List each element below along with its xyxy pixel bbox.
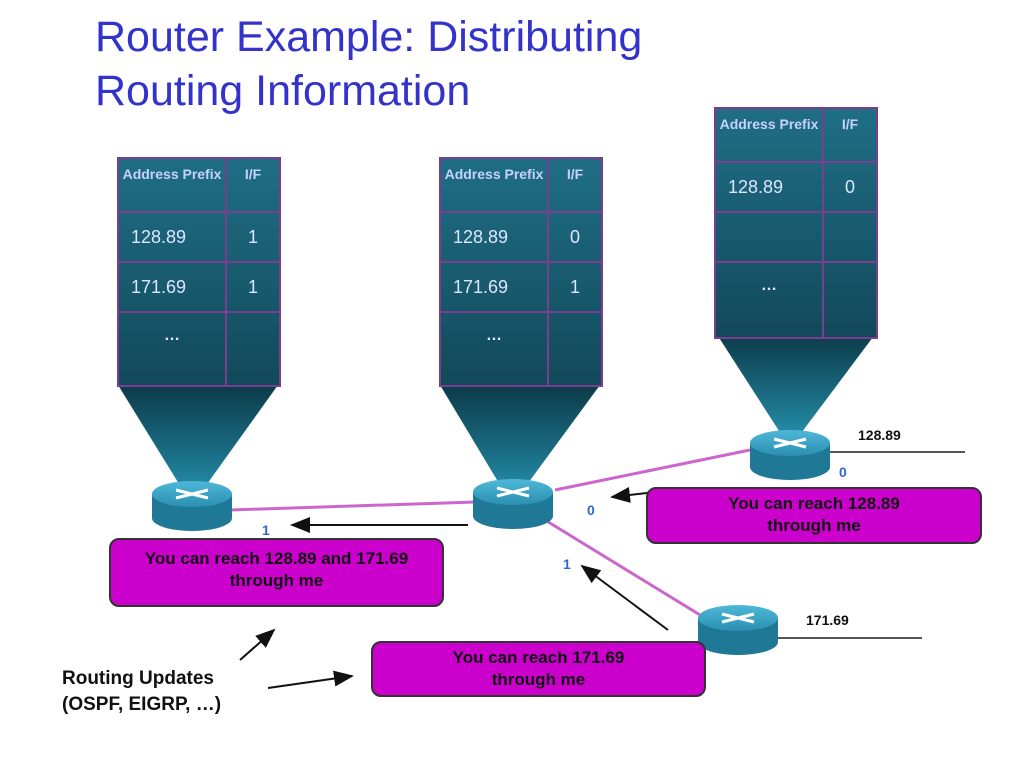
routing-updates-label: Routing Updates (OSPF, EIGRP, …) (62, 666, 221, 718)
interface-label-center-0: 0 (587, 502, 595, 518)
cell-empty (716, 213, 824, 261)
interface-label-center-1: 1 (563, 556, 571, 572)
arrow-ru-to-bottom-callout (267, 670, 354, 689)
routing-table-left: Address Prefix I/F 128.89 1 171.69 1 … (117, 157, 281, 387)
cell-prefix: 171.69 (119, 263, 227, 311)
cell-empty (824, 213, 876, 261)
table-row: 128.89 0 (716, 163, 876, 213)
callout-bottom: You can reach 171.69 through me (371, 641, 706, 697)
header-if: I/F (244, 166, 262, 182)
arrow-ru-to-left-callout (239, 628, 276, 661)
title-line-1: Router Example: Distributing (95, 13, 643, 61)
routing-updates-line-2: (OSPF, EIGRP, …) (62, 694, 222, 715)
cell-empty (227, 313, 279, 385)
table-header-row: Address Prefix I/F (119, 159, 279, 213)
arrow-bottom-to-center (580, 564, 669, 631)
link-left-center (229, 500, 476, 512)
cell-if: 0 (844, 176, 855, 197)
router-center-icon (473, 479, 553, 529)
network-label-171: 171.69 (806, 612, 849, 628)
cell-prefix: 171.69 (441, 263, 549, 311)
cell-prefix: 128.89 (119, 213, 227, 261)
cell-if: 1 (569, 276, 580, 297)
header-if: I/F (841, 116, 859, 132)
link-center-right (554, 448, 751, 492)
table-header-row: Address Prefix I/F (716, 109, 876, 163)
cone-right (716, 333, 876, 448)
header-address-prefix: Address Prefix (441, 159, 549, 211)
callout-left: You can reach 128.89 and 171.69 through … (109, 538, 444, 607)
link-center-bottom (544, 518, 706, 620)
router-bottom-icon (698, 605, 778, 655)
cell-prefix: 128.89 (441, 213, 549, 261)
cell-empty (549, 313, 601, 385)
table-row (716, 213, 876, 263)
page-title: Router Example: Distributing Routing Inf… (95, 10, 815, 118)
title-line-2: Routing Information (95, 67, 471, 115)
table-row: 128.89 1 (119, 213, 279, 263)
router-left-icon (152, 481, 232, 531)
cell-empty (824, 263, 876, 337)
cell-if: 1 (247, 276, 258, 297)
cell-if: 0 (569, 226, 580, 247)
table-row: … (716, 263, 876, 337)
table-row: … (119, 313, 279, 385)
table-row: 128.89 0 (441, 213, 601, 263)
cell-ellipsis: … (441, 313, 549, 385)
header-address-prefix: Address Prefix (119, 159, 227, 211)
header-if: I/F (566, 166, 584, 182)
routing-table-center: Address Prefix I/F 128.89 0 171.69 1 … (439, 157, 603, 387)
router-right-icon (750, 430, 830, 480)
network-label-128: 128.89 (858, 427, 901, 443)
table-header-row: Address Prefix I/F (441, 159, 601, 213)
routing-table-right: Address Prefix I/F 128.89 0 … (714, 107, 878, 339)
cone-center (440, 385, 600, 505)
header-address-prefix: Address Prefix (716, 109, 824, 161)
cell-ellipsis: … (119, 313, 227, 385)
callout-right-top: You can reach 128.89 through me (646, 487, 982, 544)
table-row: … (441, 313, 601, 385)
table-row: 171.69 1 (441, 263, 601, 313)
routing-updates-line-1: Routing Updates (62, 668, 214, 689)
interface-label-left: 1 (262, 522, 270, 538)
cone-left (118, 385, 278, 505)
cell-if: 1 (247, 226, 258, 247)
interface-label-right: 0 (839, 464, 847, 480)
cell-prefix: 128.89 (716, 163, 824, 211)
cell-ellipsis: … (716, 263, 824, 337)
table-row: 171.69 1 (119, 263, 279, 313)
